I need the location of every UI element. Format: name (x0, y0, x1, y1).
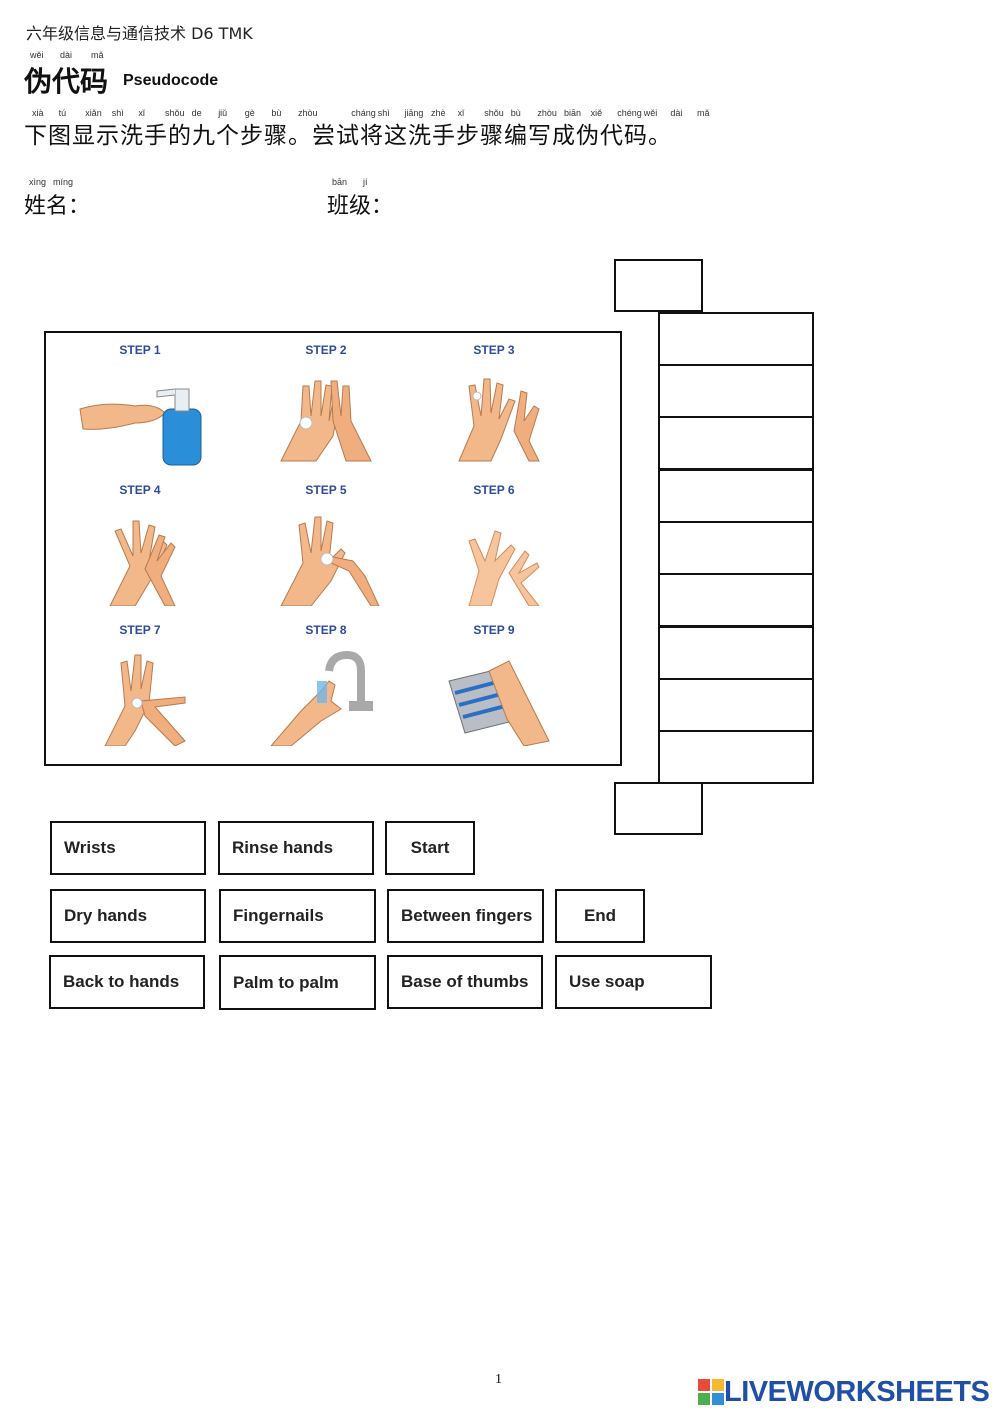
page-subtitle: Pseudocode (123, 72, 219, 89)
title-pinyin-3: mǎ (91, 50, 104, 60)
step-1-label: STEP 1 (119, 343, 161, 357)
instruction-pinyin-19: zhòu (537, 108, 557, 118)
instruction-pinyin-4: shì (111, 108, 124, 118)
page-title: 伪代码 (24, 65, 109, 98)
handwash-steps-panel: STEP 1 STEP 2 STEP 3 STEP 4 STEP (44, 331, 622, 766)
answer-slot-4[interactable] (658, 469, 814, 523)
name-pinyin-1: xìng (29, 177, 47, 187)
liveworksheets-logo-icon (698, 1379, 724, 1405)
step-6: STEP 6 (414, 483, 574, 613)
instruction-pinyin-18: bù (510, 108, 521, 118)
answer-slot-6[interactable] (658, 573, 814, 627)
instruction-pinyin-7: de (191, 108, 202, 118)
step-9-label: STEP 9 (473, 623, 515, 637)
answer-slot-end[interactable] (614, 782, 703, 835)
class-label: 班级： (327, 194, 394, 219)
instruction-pinyin-3: xiǎn (85, 108, 102, 118)
word-card-between-fingers[interactable]: Between fingers (387, 889, 544, 943)
answer-slot-5[interactable] (658, 521, 814, 575)
step-5: STEP 5 (246, 483, 406, 613)
base-of-thumbs-icon (280, 516, 380, 606)
class-pinyin-1: bān (332, 177, 348, 187)
answer-slot-3[interactable] (658, 416, 814, 470)
wrists-icon (104, 654, 186, 746)
instruction-pinyin-14: jiāng (404, 108, 424, 118)
word-card-palm-to-palm[interactable]: Palm to palm (219, 955, 376, 1010)
word-card-end[interactable]: End (555, 889, 645, 943)
instruction-pinyin-20: biān (564, 108, 582, 118)
instruction-pinyin-8: jiǔ (218, 108, 228, 118)
instruction-pinyin-23: wěi (643, 108, 658, 118)
instruction-pinyin-10: bù (271, 108, 282, 118)
step-8: STEP 8 (246, 623, 406, 753)
instruction-pinyin-6: shǒu (165, 108, 185, 118)
step-3: STEP 3 (414, 343, 574, 473)
answer-slot-9[interactable] (658, 730, 814, 784)
word-card-use-soap[interactable]: Use soap (555, 955, 712, 1009)
instruction-pinyin-17: shǒu (484, 108, 504, 118)
answer-slot-1[interactable] (658, 312, 814, 366)
step-7: STEP 7 (60, 623, 220, 753)
instruction-pinyin-24: dài (670, 108, 683, 118)
instruction-pinyin-25: mǎ (697, 108, 710, 118)
title-pinyin-1: wěi (30, 50, 44, 60)
name-input[interactable] (100, 188, 304, 218)
step-5-label: STEP 5 (305, 483, 347, 497)
word-card-back-to-hands[interactable]: Back to hands (49, 955, 205, 1009)
step-4-label: STEP 4 (119, 483, 161, 497)
answer-slot-2[interactable] (658, 364, 814, 418)
instruction-pinyin-21: xiě (590, 108, 603, 118)
brand-name: LIVEWORKSHEETS (724, 1375, 990, 1408)
instruction-pinyin-11: zhòu (298, 108, 318, 118)
between-fingers-icon (109, 520, 176, 606)
liveworksheets-logo: LIVEWORKSHEETS (698, 1375, 990, 1408)
answer-slot-start[interactable] (614, 259, 703, 312)
instruction-pinyin-1: xià (32, 108, 44, 118)
step-2: STEP 2 (246, 343, 406, 473)
word-card-fingernails[interactable]: Fingernails (219, 889, 376, 943)
word-card-wrists[interactable]: Wrists (50, 821, 206, 875)
answer-slot-8[interactable] (658, 678, 814, 732)
instruction-pinyin-5: xǐ (138, 108, 145, 118)
fingernails-icon (468, 530, 540, 606)
step-6-label: STEP 6 (473, 483, 515, 497)
instruction-pinyin-15: zhè (431, 108, 446, 118)
instruction-text: 下图显示洗手的九个步骤。尝试将这洗手步骤编写成伪代码。 (24, 123, 672, 149)
step-4: STEP 4 (60, 483, 220, 613)
instruction-pinyin-13: shì (377, 108, 390, 118)
course-header: 六年级信息与通信技术 D6 TMK (26, 24, 253, 43)
rinse-tap-icon (270, 650, 373, 746)
name-label: 姓名： (24, 194, 91, 219)
step-8-label: STEP 8 (305, 623, 347, 637)
instruction-pinyin-16: xǐ (457, 108, 465, 118)
step-7-label: STEP 7 (119, 623, 161, 637)
name-pinyin-2: míng (53, 177, 74, 187)
word-card-base-of-thumbs[interactable]: Base of thumbs (387, 955, 543, 1009)
step-9: STEP 9 (414, 623, 574, 753)
word-card-start[interactable]: Start (385, 821, 475, 875)
step-2-label: STEP 2 (305, 343, 347, 357)
back-of-hands-icon (458, 378, 540, 462)
instruction-pinyin-2: tú (58, 108, 67, 118)
instruction-pinyin-22: chéng (617, 108, 642, 118)
step-3-label: STEP 3 (473, 343, 515, 357)
palm-to-palm-icon (280, 380, 372, 462)
title-pinyin-2: dài (60, 50, 73, 60)
page-number: 1 (495, 1372, 502, 1387)
soap-dispenser-icon (79, 388, 202, 466)
towel-dry-icon (448, 660, 550, 746)
step-1: STEP 1 (60, 343, 220, 473)
instruction-pinyin-9: gè (244, 108, 255, 118)
class-input[interactable] (400, 188, 604, 218)
word-card-rinse-hands[interactable]: Rinse hands (218, 821, 374, 875)
answer-slot-7[interactable] (658, 626, 814, 680)
instruction-pinyin-12: cháng (351, 108, 376, 118)
class-pinyin-2: jí (363, 177, 368, 187)
word-card-dry-hands[interactable]: Dry hands (50, 889, 206, 943)
